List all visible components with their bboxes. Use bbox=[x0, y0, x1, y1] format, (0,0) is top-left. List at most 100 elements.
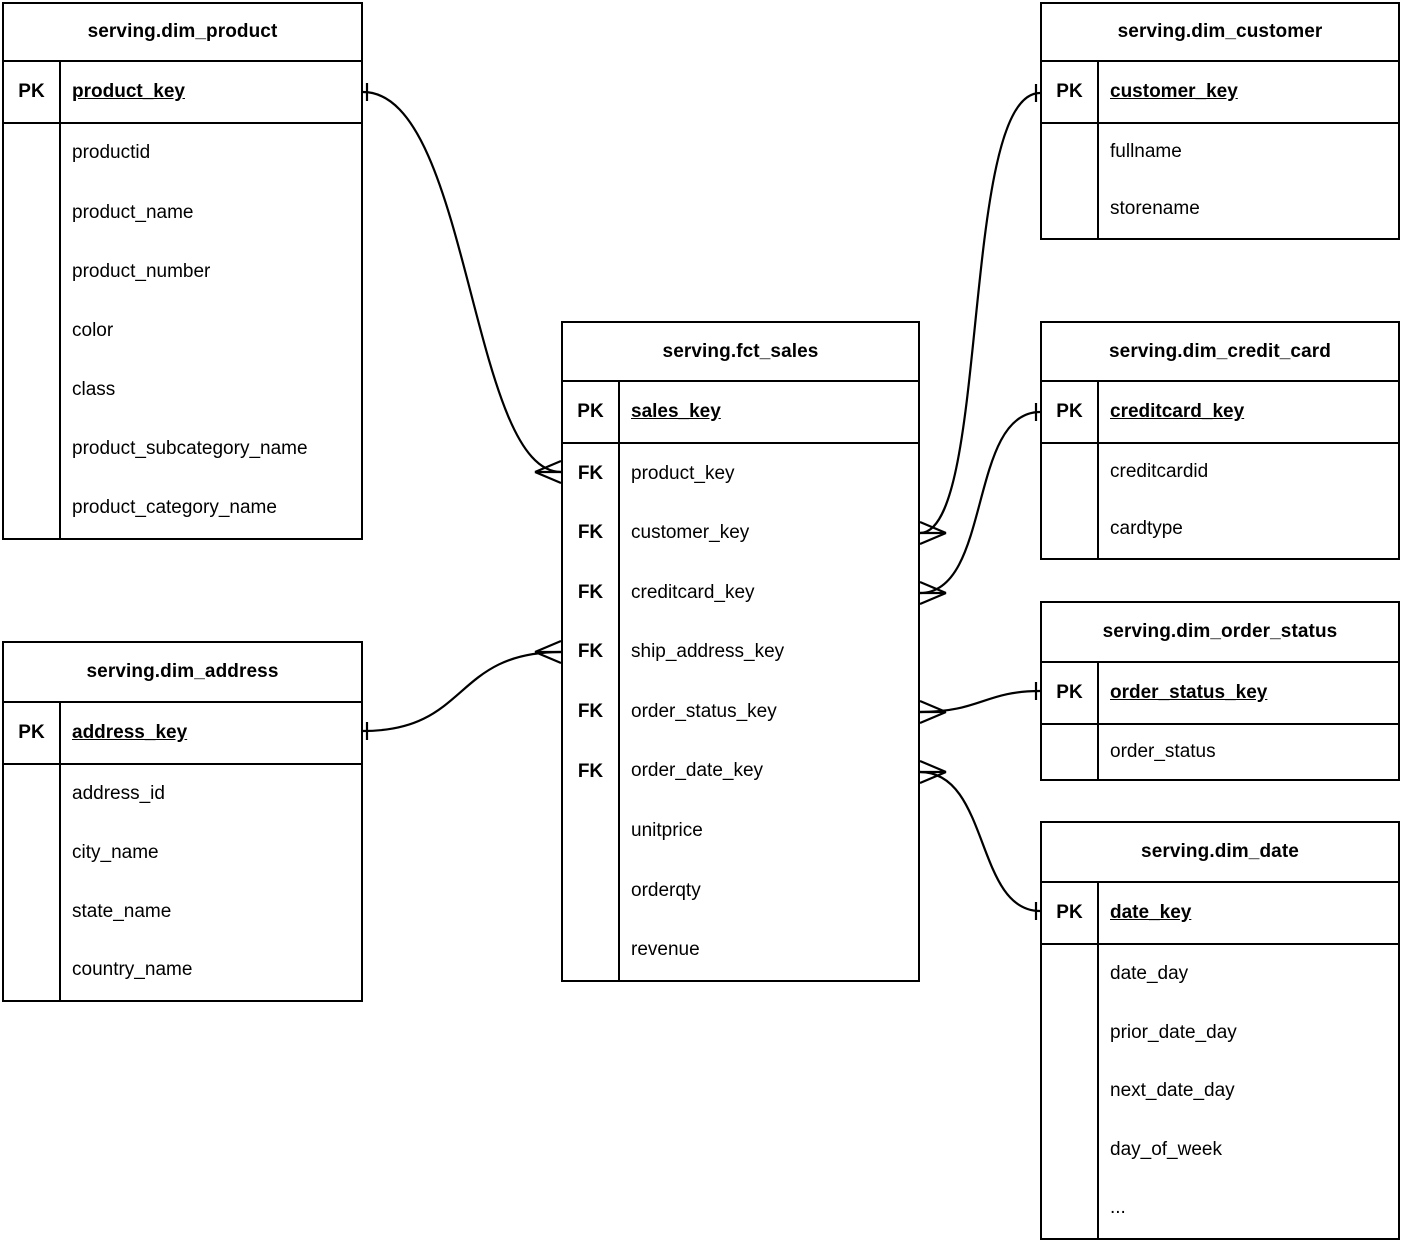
column-row: FK customer_key bbox=[563, 503, 918, 564]
column-name: customer_key bbox=[631, 522, 750, 544]
entity-dim-address[interactable]: serving.dim_address PK address_key addre… bbox=[2, 641, 363, 1002]
column-name: revenue bbox=[631, 939, 700, 961]
pk-row-fct-sales[interactable]: PK sales_key bbox=[563, 382, 918, 444]
pk-row-dim-address[interactable]: PK address_key bbox=[4, 703, 361, 765]
column-name: order_status_key bbox=[631, 700, 777, 722]
entity-title-dim-customer: serving.dim_customer bbox=[1042, 4, 1398, 62]
key-gutter bbox=[1042, 124, 1099, 238]
relationship-customer-to-sales bbox=[919, 84, 1041, 546]
column-row: product_subcategory_name bbox=[72, 438, 308, 460]
relationship-line bbox=[919, 91, 1041, 535]
column-name: orderqty bbox=[631, 879, 701, 901]
columns-dim-customer: fullname storename bbox=[1042, 124, 1398, 238]
pk-row-dim-customer[interactable]: PK customer_key bbox=[1042, 62, 1398, 124]
entity-title-dim-credit-card: serving.dim_credit_card bbox=[1042, 323, 1398, 382]
cardinality-many-crowsfoot bbox=[919, 580, 947, 606]
column-row: color bbox=[72, 319, 114, 341]
entity-dim-order-status[interactable]: serving.dim_order_status PK order_status… bbox=[1040, 601, 1400, 781]
entity-dim-product[interactable]: serving.dim_product PK product_key produ… bbox=[2, 2, 363, 540]
cardinality-many-crowsfoot bbox=[919, 699, 947, 725]
fk-label: FK bbox=[563, 741, 620, 802]
key-gutter bbox=[1042, 945, 1099, 1238]
pk-label: PK bbox=[4, 703, 61, 763]
key-gutter bbox=[1042, 725, 1099, 779]
column-row: revenue bbox=[563, 920, 918, 981]
key-gutter bbox=[1042, 444, 1099, 558]
columns-dim-credit-card: creditcardid cardtype bbox=[1042, 444, 1398, 558]
fk-label: FK bbox=[563, 444, 620, 504]
pk-label: PK bbox=[4, 62, 61, 122]
key-gutter bbox=[563, 920, 620, 981]
fk-label: FK bbox=[563, 503, 620, 564]
cardinality-many-crowsfoot bbox=[534, 639, 562, 665]
columns-dim-order-status: order_status bbox=[1042, 725, 1398, 779]
relationship-date-to-sales bbox=[919, 759, 1041, 920]
column-row: fullname bbox=[1110, 141, 1182, 163]
entity-dim-customer[interactable]: serving.dim_customer PK customer_key ful… bbox=[1040, 2, 1400, 240]
relationship-line bbox=[919, 410, 1041, 595]
cardinality-many-crowsfoot bbox=[919, 520, 947, 546]
column-row: ... bbox=[1110, 1197, 1126, 1219]
column-row: order_status bbox=[1110, 740, 1216, 762]
column-row: storename bbox=[1110, 198, 1200, 220]
column-name: product_key bbox=[631, 462, 735, 484]
pk-column-name: product_key bbox=[72, 80, 185, 102]
pk-label: PK bbox=[1042, 883, 1099, 943]
pk-row-dim-date[interactable]: PK date_key bbox=[1042, 883, 1398, 945]
columns-fct-sales: FK product_key FK customer_key FK credit… bbox=[563, 444, 918, 981]
column-row: product_number bbox=[72, 260, 211, 282]
fk-label: FK bbox=[563, 563, 620, 623]
column-row: productid bbox=[72, 142, 151, 164]
pk-label: PK bbox=[1042, 382, 1099, 442]
column-row: FK order_date_key bbox=[563, 741, 918, 802]
entity-title-dim-address: serving.dim_address bbox=[4, 643, 361, 703]
column-row: country_name bbox=[72, 959, 193, 981]
relationship-address-to-sales bbox=[362, 639, 562, 740]
key-gutter bbox=[4, 124, 61, 538]
column-row: FK order_status_key bbox=[563, 682, 918, 742]
column-name: ship_address_key bbox=[631, 641, 785, 663]
entity-title-dim-order-status: serving.dim_order_status bbox=[1042, 603, 1398, 663]
columns-dim-date: date_day prior_date_day next_date_day da… bbox=[1042, 945, 1398, 1238]
relationship-product-to-sales bbox=[362, 83, 562, 485]
column-row: address_id bbox=[72, 783, 165, 805]
fk-label: FK bbox=[563, 622, 620, 683]
column-row: unitprice bbox=[563, 801, 918, 861]
column-row: state_name bbox=[72, 900, 172, 922]
entity-title-dim-date: serving.dim_date bbox=[1042, 823, 1398, 883]
pk-column-name: sales_key bbox=[631, 400, 721, 422]
key-gutter bbox=[563, 801, 620, 861]
pk-column-name: order_status_key bbox=[1110, 681, 1268, 703]
relationship-orderstatus-to-sales bbox=[919, 682, 1041, 725]
entity-dim-credit-card[interactable]: serving.dim_credit_card PK creditcard_ke… bbox=[1040, 321, 1400, 560]
pk-column-name: creditcard_key bbox=[1110, 400, 1245, 422]
pk-row-dim-product[interactable]: PK product_key bbox=[4, 62, 361, 124]
entity-dim-date[interactable]: serving.dim_date PK date_key date_day pr… bbox=[1040, 821, 1400, 1240]
pk-column-name: date_key bbox=[1110, 901, 1192, 923]
key-gutter bbox=[563, 860, 620, 921]
column-row: prior_date_day bbox=[1110, 1021, 1237, 1043]
column-name: order_date_key bbox=[631, 760, 764, 782]
column-row: creditcardid bbox=[1110, 461, 1209, 483]
pk-column-name: address_key bbox=[72, 721, 188, 743]
key-gutter bbox=[4, 765, 61, 1000]
column-row: FK product_key bbox=[563, 444, 918, 504]
pk-row-dim-credit-card[interactable]: PK creditcard_key bbox=[1042, 382, 1398, 444]
column-name: creditcard_key bbox=[631, 581, 755, 603]
pk-column-name: customer_key bbox=[1110, 80, 1238, 102]
pk-label: PK bbox=[1042, 62, 1099, 122]
column-row: date_day bbox=[1110, 963, 1189, 985]
pk-row-dim-order-status[interactable]: PK order_status_key bbox=[1042, 663, 1398, 725]
column-row: product_category_name bbox=[72, 497, 277, 519]
column-row: next_date_day bbox=[1110, 1080, 1235, 1102]
cardinality-many-crowsfoot bbox=[919, 759, 947, 785]
column-row: class bbox=[72, 378, 116, 400]
column-row: city_name bbox=[72, 841, 159, 863]
column-name: unitprice bbox=[631, 819, 703, 841]
entity-fct-sales[interactable]: serving.fct_sales PK sales_key FK produc… bbox=[561, 321, 920, 982]
entity-title-fct-sales: serving.fct_sales bbox=[563, 323, 918, 382]
column-row: FK creditcard_key bbox=[563, 563, 918, 623]
columns-dim-address: address_id city_name state_name country_… bbox=[4, 765, 361, 1000]
relationship-line bbox=[919, 689, 1041, 714]
